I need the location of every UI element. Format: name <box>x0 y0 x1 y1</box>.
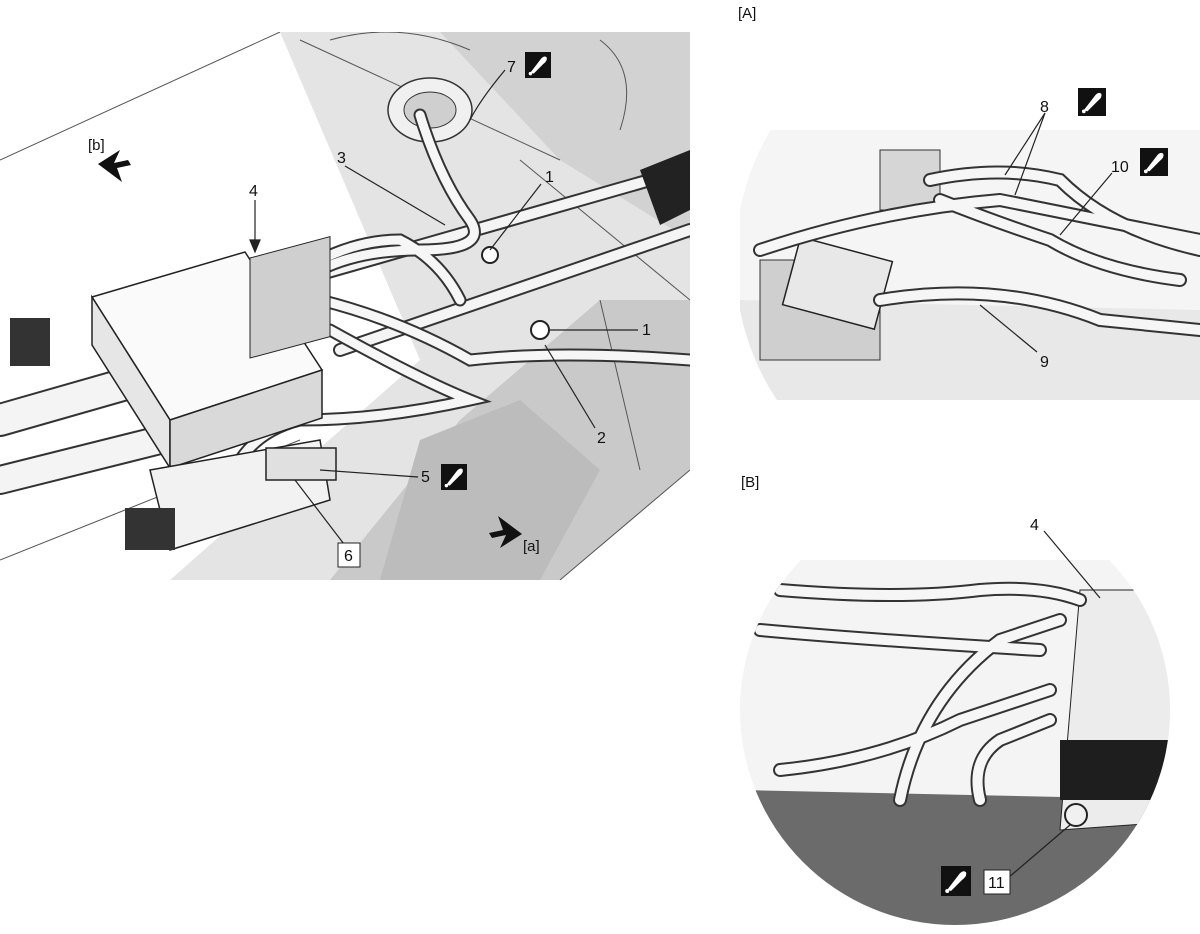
black-sleeve <box>640 150 690 225</box>
callout-4: 4 <box>1030 517 1039 534</box>
module-base <box>1060 740 1170 800</box>
callout-6-box <box>337 542 361 568</box>
view-arrow-a <box>489 516 522 548</box>
bracket-tab <box>125 508 175 550</box>
ground-bolt <box>1064 803 1088 827</box>
brake-pipes <box>0 173 690 495</box>
callout-9: 9 <box>1040 354 1049 371</box>
callout-8: 8 <box>1040 99 1049 116</box>
detail-a-label: [A] <box>738 5 756 22</box>
callout-4: 4 <box>249 183 258 200</box>
control-module <box>90 235 331 471</box>
callout-leaders <box>249 69 638 549</box>
main-view <box>0 32 690 580</box>
callout-10: 10 <box>1111 159 1129 176</box>
callout-6: 6 <box>344 548 353 565</box>
harness-lines <box>753 165 1200 337</box>
harness-lines <box>753 581 1087 807</box>
callout-11: 11 <box>988 875 1005 892</box>
detail-b-label: [B] <box>741 474 759 491</box>
callout-2: 2 <box>597 430 606 447</box>
callout-11-box <box>983 869 1011 895</box>
harness-clamp <box>530 320 550 340</box>
harness-clamp <box>481 246 499 264</box>
bracket-tab <box>10 318 50 366</box>
callout-3: 3 <box>337 150 346 167</box>
torque-wrench-icon <box>1140 148 1168 176</box>
callout-1: 1 <box>545 169 554 186</box>
torque-wrench-icon <box>1078 88 1106 116</box>
view-arrow-b <box>98 150 131 182</box>
detail-a-view <box>735 5 1200 515</box>
callout-5: 5 <box>421 469 430 486</box>
view-label-a: [a] <box>523 538 540 555</box>
detail-b-view <box>740 495 1170 925</box>
view-label-b: [b] <box>88 137 105 154</box>
callout-1: 1 <box>642 322 651 339</box>
connector <box>265 447 337 481</box>
torque-wrench-icon <box>525 52 551 78</box>
torque-wrench-icon <box>441 464 467 490</box>
torque-wrench-icon <box>941 866 971 896</box>
callout-7: 7 <box>507 59 516 76</box>
